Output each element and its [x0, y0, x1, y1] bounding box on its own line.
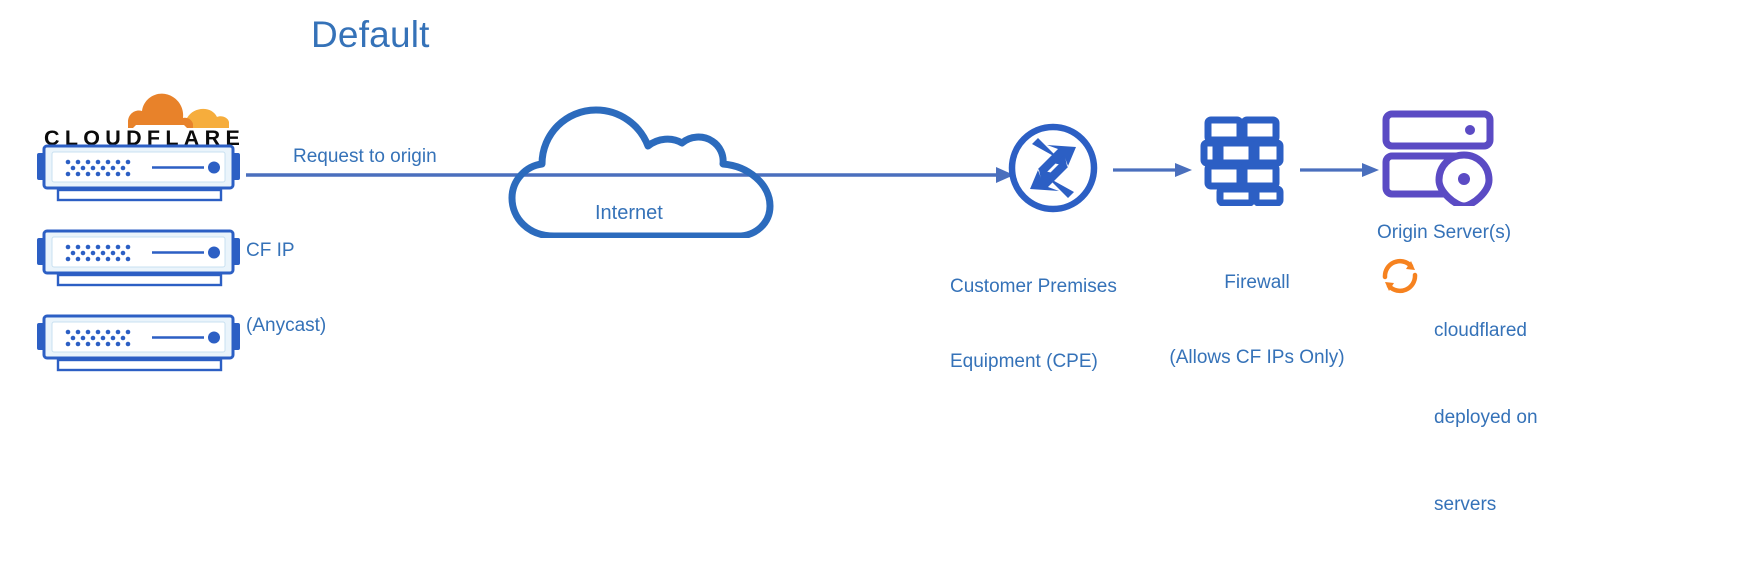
sync-arrows-icon — [1377, 253, 1423, 299]
brick-wall-icon — [1196, 114, 1288, 207]
request-to-origin-arrow — [246, 160, 1016, 190]
registered-mark: · — [232, 126, 236, 137]
server-rack-pin-icon — [1382, 108, 1502, 210]
cf-ip-line2: (Anycast) — [246, 315, 327, 336]
cpe-label-line1: Customer Premises — [950, 276, 1117, 297]
diagram-title: Default — [311, 14, 430, 55]
firewall-to-origin-arrow — [1300, 158, 1382, 182]
cloudflared-note: cloudflared deployed on servers — [1434, 258, 1538, 577]
edge-server-icon — [36, 143, 241, 205]
internet-label: Internet — [595, 202, 663, 224]
diagram-canvas: Default CLOUDFLARE · — [36, 14, 1538, 515]
edge-server-icon — [36, 313, 241, 375]
router-icon — [1007, 122, 1099, 214]
internet-cloud-icon — [508, 88, 780, 240]
edge-server-icon — [36, 228, 241, 290]
firewall-label-line1: Firewall — [1224, 272, 1290, 293]
firewall-label: Firewall (Allows CF IPs Only) — [1159, 220, 1355, 420]
firewall-label-line2: (Allows CF IPs Only) — [1169, 347, 1345, 368]
cloudflared-note-line1: cloudflared — [1434, 320, 1527, 341]
cf-ip-line1: CF IP — [246, 240, 295, 261]
request-label: Request to origin — [293, 146, 437, 167]
cpe-label-line2: Equipment (CPE) — [950, 351, 1098, 372]
cpe-to-firewall-arrow — [1113, 158, 1195, 182]
cloudflared-note-line3: servers — [1434, 494, 1497, 515]
cloudflared-note-line2: deployed on — [1434, 407, 1538, 428]
origin-server-label: Origin Server(s) — [1377, 222, 1512, 243]
cpe-label: Customer Premises Equipment (CPE) — [950, 224, 1117, 424]
cf-ip-label: CF IP (Anycast) — [246, 188, 326, 388]
cloudflare-cloud-icon — [128, 93, 229, 128]
cloudflare-logo: CLOUDFLARE · — [36, 84, 246, 150]
